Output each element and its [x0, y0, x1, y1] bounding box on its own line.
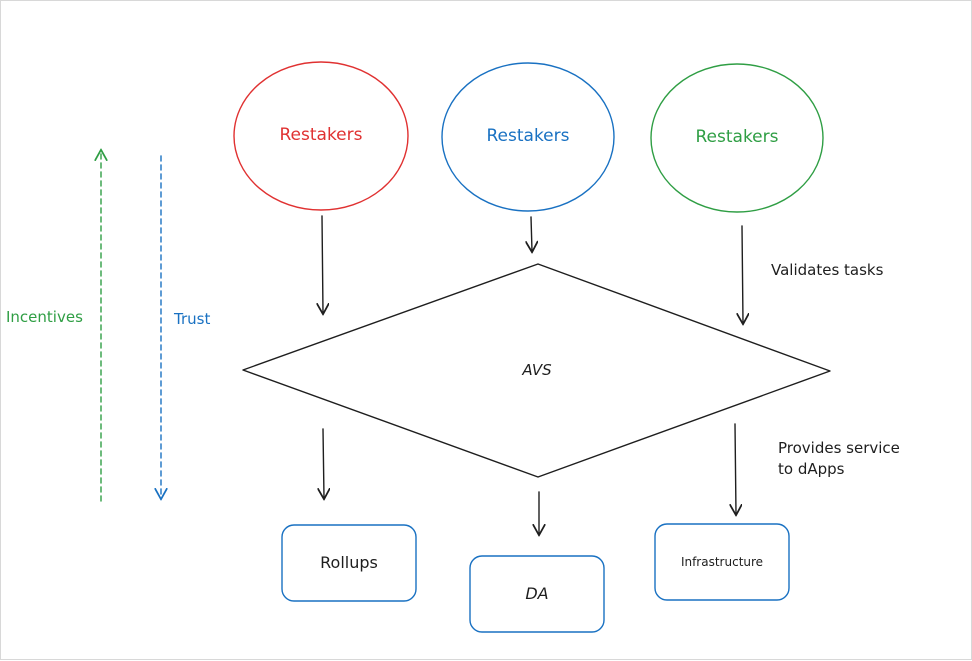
- provides-service-annotation-line2: to dApps: [778, 460, 845, 478]
- da-label: DA: [525, 584, 548, 603]
- restaker-label-red: Restakers: [280, 125, 363, 145]
- restaker-label-blue: Restakers: [487, 126, 570, 146]
- infrastructure-box: Infrastructure: [654, 523, 790, 601]
- restaker-node-red: Restakers: [233, 61, 409, 211]
- restaker-label-green: Restakers: [696, 127, 779, 147]
- da-box-outline: [469, 555, 605, 633]
- rollups-box: Rollups: [281, 524, 417, 602]
- avs-label: AVS: [521, 361, 552, 379]
- restaker-node-green: Restakers: [650, 63, 824, 213]
- restaker-circle-blue: [441, 62, 615, 212]
- avs-node: AVS: [242, 263, 831, 478]
- rollups-label: Rollups: [320, 553, 378, 572]
- restaker-node-blue: Restakers: [441, 62, 615, 212]
- arrow-restaker-blue-to-avs: [531, 216, 532, 251]
- trust-label: Trust: [173, 310, 210, 328]
- arrow-avs-to-rollups: [323, 428, 324, 498]
- provides-service-annotation-line1: Provides service: [778, 439, 900, 457]
- restaker-circle-red: [233, 61, 409, 211]
- avs-diamond: [242, 263, 831, 478]
- infrastructure-box-outline: [654, 523, 790, 601]
- restaker-circle-green: [650, 63, 824, 213]
- incentives-label: Incentives: [6, 308, 83, 326]
- rollups-box-outline: [281, 524, 417, 602]
- arrow-avs-to-infrastructure: [735, 423, 736, 514]
- arrow-restaker-green-to-avs: [742, 225, 743, 323]
- arrow-restaker-red-to-avs: [322, 215, 323, 313]
- validates-tasks-annotation: Validates tasks: [771, 261, 884, 279]
- infrastructure-label: Infrastructure: [681, 555, 763, 569]
- da-box: DA: [469, 555, 605, 633]
